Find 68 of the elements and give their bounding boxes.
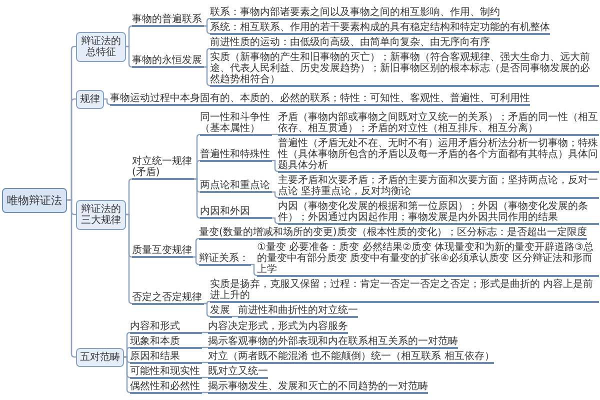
connector-line — [194, 160, 201, 180]
subtopic-label: 对立统一规律(矛盾) — [132, 156, 194, 180]
subtopic-label: 可能性和现实性 — [130, 366, 202, 378]
subtopic-label: 事物的普遍联系 — [132, 14, 204, 27]
connector-line — [126, 214, 133, 304]
connector-line — [202, 332, 208, 334]
topic-box: 辩证法的总特征 — [76, 32, 126, 62]
connector-line — [204, 48, 211, 68]
detail-text: 事物运动过程中本身固有的、本质的、必然的联系；特性：可知性、客观性、普遍性、可利用性 — [110, 92, 530, 106]
topic-box: 五对范畴 — [76, 348, 124, 366]
subtopic-label: 偶然性和必然性 — [130, 380, 202, 394]
detail-text: 普遍性（矛盾无处不在、无时不有）运用矛盾分析法分析一切事物；特殊性（具体事物所包含的矛盾以及每一矛盾的各个方面都有其特点）具体问题具体分析 — [278, 138, 599, 172]
detail-text: 矛盾（事物内部或事物之间既对立又统一的关系）；矛盾的同一性（相互依存、相互贯通）；矛盾的对立性（相互排斥、相互分离） — [278, 112, 599, 136]
detail-text: 系统：相互联系、作用的若干要素构成的具有稳定结构和特定功能的有机整体 — [210, 22, 550, 34]
detail-text: 揭示事物发生、发展和灭亡的不同趋势的一对范畴 — [208, 380, 428, 394]
detail-text: 主要矛盾和次要矛盾；矛盾的主要方面和次要方面；坚持两点论，反对一点论 坚持重点论，反对均衡论 — [278, 174, 599, 198]
connector-line — [204, 300, 210, 304]
topic-box: 辩证法的三大规律 — [76, 200, 126, 230]
topic-box: 规律 — [76, 90, 104, 108]
connector-line — [204, 66, 211, 86]
detail-text: 内容决定形式，形式为内容服务 — [208, 320, 348, 334]
connector-line — [202, 362, 208, 364]
connector-line — [272, 191, 279, 198]
detail-text: 内因（事物变化发展的根据和第一位原因）；外因（事物变化发展的条件）；外因通过内因起作用；事物发展是内外因共同作用的结果 — [278, 200, 599, 224]
central-topic-box: 唯物辩证法 — [2, 188, 67, 212]
subtopic-label: 否定之否定规律 — [132, 292, 204, 304]
subtopic-label: 同一性和斗争性（基本属性） — [200, 112, 272, 136]
subtopic-label: 质量互变规律 — [132, 245, 193, 258]
subtopic-label: 普遍性和特殊性 — [200, 148, 272, 162]
connector-line — [126, 46, 133, 68]
connector-line — [272, 160, 279, 172]
connector-line — [126, 178, 133, 216]
connector-line — [202, 346, 208, 348]
connector-line — [204, 18, 211, 27]
subtopic-label: 发展 — [210, 304, 232, 318]
connector-line — [104, 98, 111, 106]
connector-line — [124, 356, 131, 394]
subtopic-label: 现象和本质 — [130, 336, 202, 348]
connector-line — [124, 346, 131, 358]
detail-text: 前进性质的运动：由低级向高级、由简单向复杂、由无序向有序 — [210, 36, 490, 50]
connector-line — [67, 199, 76, 358]
subtopic-label: 原因和结果 — [130, 350, 202, 364]
connector-line — [204, 302, 211, 318]
subtopic-label: 辩证关系： — [199, 252, 251, 266]
detail-text: 既对立又统一 — [208, 366, 268, 378]
detail-text: 前进性和曲折性的对立统一 — [238, 304, 358, 318]
detail-text: 实质是扬弃，克服又保留；过程：肯定一否定一否定之否定；形式是曲折的 内容上是前进上升的 — [210, 278, 599, 302]
detail-text: 对立（两者既不能混淆 也不能颠倒）统一（相互联系 相互依存） — [208, 350, 494, 364]
subtopic-label: 两点论和重点论 — [200, 180, 272, 193]
connector-line — [202, 376, 208, 378]
connector-line — [126, 25, 133, 48]
connector-line — [251, 264, 258, 276]
subtopic-label: 内因和外因 — [200, 206, 272, 219]
connector-line — [202, 392, 208, 394]
connector-line — [193, 238, 200, 258]
connector-line — [204, 25, 211, 34]
connector-line — [272, 217, 279, 224]
detail-text: ①量变 必要准备：质变 必然结果②质变 体现量变和为新的量变开辟道路③总的量变中有部分质变 质变中有量变的扩张④必须承认质变 区分辩证法和形而上学 — [257, 242, 599, 276]
subtopic-label: 事物的永恒发展 — [132, 55, 204, 68]
connector-line — [193, 256, 200, 266]
detail-text: 量变(数量的增减和场所的变更)质变（根本性质的变化）；区分标志：是否超出一定限度 — [199, 226, 587, 240]
detail-text: 联系：事物内部诸要素之间以及事物之间的相互影响、作用、制约 — [210, 6, 500, 20]
detail-text: 实质（新事物的产生和旧事物的灭亡）；新事物（符合客观规律、强大生命力、远大前途、代表人民利益、历史发展趋势）；新旧事物区别的根本标志（是否同事物发展的必然趋势相符合） — [210, 52, 599, 86]
connector-line — [194, 178, 201, 219]
connector-line — [272, 134, 278, 136]
detail-text: 揭示客观事物的外部表现和内在联系相互关系的一对范畴 — [208, 336, 458, 348]
subtopic-label: 内容和形式 — [130, 320, 202, 334]
connector-line — [232, 316, 238, 318]
